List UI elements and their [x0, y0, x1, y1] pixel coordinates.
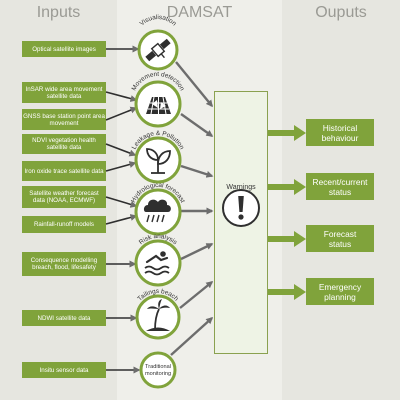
- outputs-title: Ouputs: [315, 4, 367, 21]
- module-hydrological-forecast: Hydrological forecast: [130, 182, 186, 236]
- module-visualisation: Visualisation: [137, 14, 179, 71]
- input-consequence-modelling: Consequence modelling breach, flood, lif…: [22, 252, 106, 276]
- damsat-title: DAMSAT: [166, 4, 233, 21]
- module-connectors: [170, 61, 214, 356]
- movement-grid-icon: [146, 96, 171, 115]
- inputs-title: Inputs: [36, 4, 81, 21]
- input-optical-satellite-images: Optical satellite images: [22, 41, 106, 57]
- output-emergency-planning: Emergency planning: [306, 278, 374, 305]
- input-insar-movement-data: InSAR wide area movement satellite data: [22, 82, 106, 103]
- module-movement-detection: Movement detection: [131, 71, 186, 128]
- input-ndwi-satellite-data: NDWI satellite data: [22, 310, 106, 326]
- island-icon: [146, 299, 170, 331]
- input-ndvi-vegetation-data: NDVI vegetation health satellite data: [22, 134, 106, 154]
- input-weather-forecast-data: Satellite weather forecast data (NOAA, E…: [22, 186, 106, 208]
- warning-icon: [222, 189, 260, 227]
- warnings-panel: [214, 91, 268, 354]
- satellite-icon: [145, 38, 171, 62]
- module-leakage-pollution: Leakage & Pollution: [131, 130, 185, 184]
- input-gnss-movement: GNSS base station point area movement: [22, 109, 106, 130]
- input-connectors: [105, 45, 141, 374]
- warnings-label: Warnings: [226, 184, 256, 191]
- input-rainfall-runoff-models: Rainfall-runoff models: [22, 216, 106, 233]
- output-historical-behaviour: Historical behaviour: [306, 119, 374, 146]
- swimmer-icon: [144, 251, 170, 276]
- input-iron-oxide-data: Iron oxide trace satellite data: [22, 161, 106, 181]
- output-recent-current-status: Recent/current status: [306, 173, 374, 200]
- module-label-visualisation: Visualisation: [139, 14, 178, 28]
- module-risk-analysis: Risk analysis: [134, 233, 182, 287]
- input-insitu-sensor-data: Insitu sensor data: [22, 362, 106, 378]
- plant-icon: [146, 148, 171, 174]
- module-label-traditional-monitoring: Traditional: [145, 364, 171, 370]
- output-forecast-status: Forecast status: [306, 225, 374, 252]
- module-tailings-beach: Tailings beach: [135, 288, 181, 340]
- output-connectors: [268, 125, 306, 300]
- outputs-column: [282, 0, 400, 400]
- rain-cloud-icon: [143, 199, 171, 223]
